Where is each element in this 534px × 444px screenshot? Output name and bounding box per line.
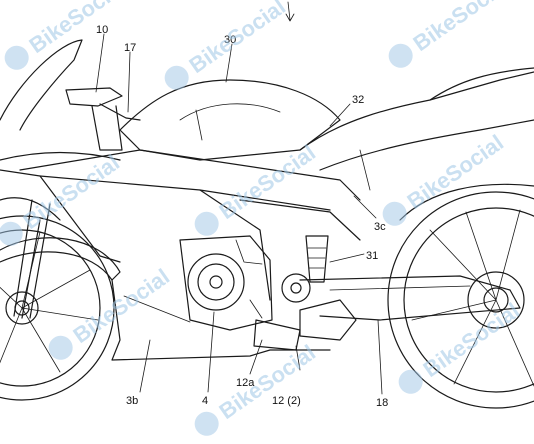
label-4: 4 bbox=[202, 395, 208, 407]
svg-text:BikeSocial: BikeSocial bbox=[409, 0, 514, 56]
watermark-6: BikeSocial bbox=[0, 150, 124, 246]
swingarm bbox=[299, 275, 521, 321]
watermark-3: BikeSocial bbox=[388, 0, 514, 68]
svg-text:BikeSocial: BikeSocial bbox=[215, 340, 320, 424]
label-32: 32 bbox=[352, 94, 364, 106]
svg-text:BikeSocial: BikeSocial bbox=[25, 0, 130, 58]
front-fender bbox=[0, 237, 121, 281]
reference-labels: 10 17 30 32 3c 31 3b 4 12a 12 (2) 18 bbox=[96, 24, 388, 409]
main-frame bbox=[19, 149, 361, 301]
seat-tail bbox=[299, 67, 534, 191]
svg-text:BikeSocial: BikeSocial bbox=[185, 0, 290, 78]
label-10: 10 bbox=[96, 24, 108, 36]
watermark-5: BikeSocial bbox=[382, 130, 508, 226]
leader-lines bbox=[95, 33, 383, 395]
fuel-tank bbox=[119, 79, 341, 161]
watermark-2: BikeSocial bbox=[164, 0, 290, 90]
label-30: 30 bbox=[224, 34, 236, 46]
svg-text:BikeSocial: BikeSocial bbox=[69, 264, 174, 348]
svg-text:BikeSocial: BikeSocial bbox=[419, 298, 524, 382]
front-fork bbox=[13, 199, 51, 319]
watermark-1: BikeSocial bbox=[4, 0, 130, 70]
shock-absorber bbox=[253, 235, 357, 351]
rear-wheel bbox=[387, 191, 534, 409]
watermark: BikeSocial BikeSocial BikeSocial BikeSoc… bbox=[0, 0, 524, 436]
label-3c: 3c bbox=[374, 221, 386, 233]
label-12a: 12a bbox=[236, 377, 255, 389]
label-17: 17 bbox=[124, 42, 136, 54]
lower-fairing bbox=[111, 279, 331, 361]
front-cowl bbox=[0, 39, 121, 263]
label-31: 31 bbox=[366, 250, 378, 262]
handlebar bbox=[65, 87, 141, 151]
label-18: 18 bbox=[376, 397, 388, 409]
svg-text:BikeSocial: BikeSocial bbox=[19, 150, 124, 234]
engine bbox=[179, 235, 311, 331]
svg-text:BikeSocial: BikeSocial bbox=[403, 130, 508, 214]
label-12-2: 12 (2) bbox=[272, 395, 301, 407]
svg-text:BikeSocial: BikeSocial bbox=[215, 140, 320, 224]
direction-arrow bbox=[285, 1, 295, 22]
label-3b: 3b bbox=[126, 395, 138, 407]
rear-fender bbox=[399, 183, 534, 221]
